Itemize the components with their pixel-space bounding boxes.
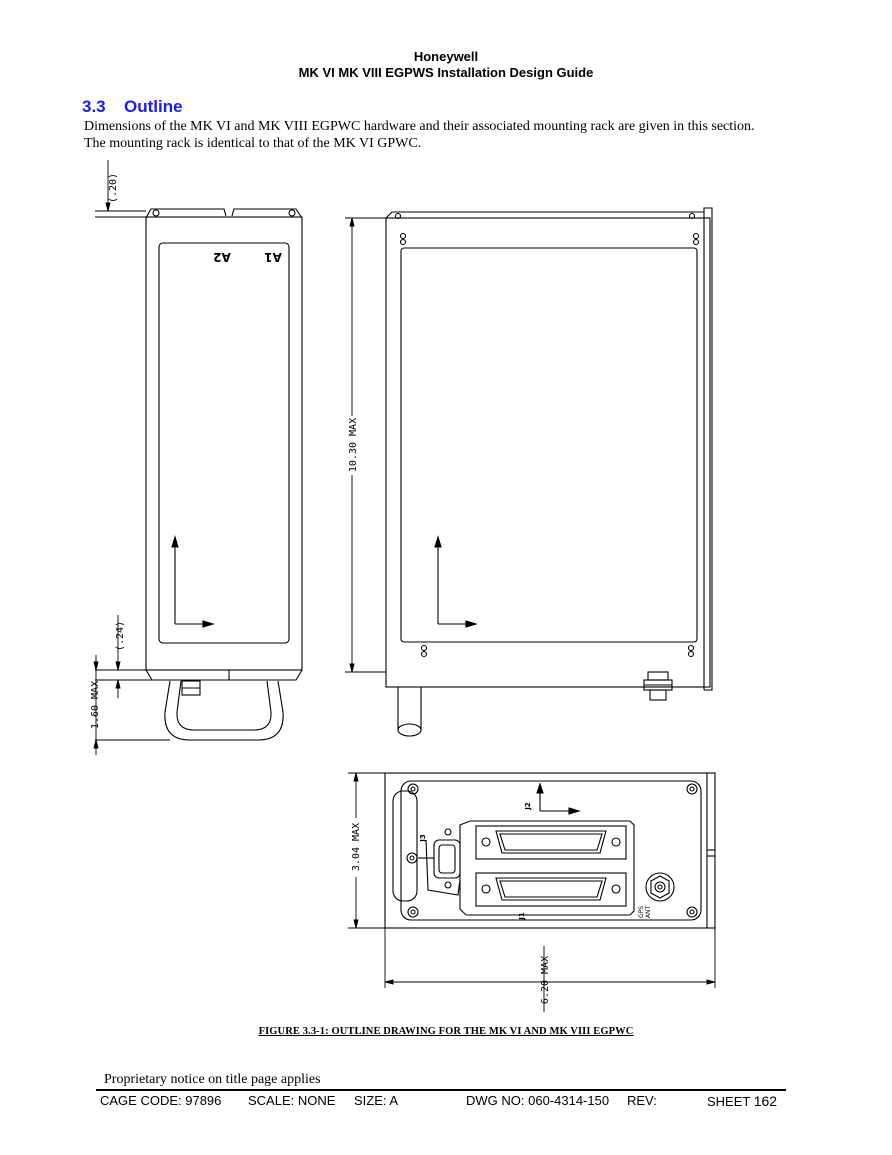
width-dimension [384,928,716,1012]
side-view-screw [288,209,296,217]
top-view-body [385,217,711,688]
header-company: Honeywell [413,49,479,64]
front-view [384,772,716,929]
footer-divider [96,1089,786,1091]
footer-dwg-no: DWG NO: 060-4314-150 [466,1093,610,1108]
label-a2: A2 [213,250,231,264]
side-view-handle-inner [176,680,272,731]
footer-sheet-label: SHEET [707,1094,751,1109]
top-view-arrow-right [465,620,478,628]
header-title: MK VI MK VIII EGPWS Installation Design … [298,65,594,80]
footer-cage-code: CAGE CODE: 97896 [100,1093,222,1108]
top-view-gps-connector [643,671,673,701]
side-view-arrow-right [202,620,215,628]
top-view-handle [397,687,422,730]
dim-handle-depth: 1.60 MAX [90,681,101,729]
proprietary-notice: Proprietary notice on title page applies [104,1072,321,1087]
side-view-handle [164,680,284,741]
front-view-panel [400,780,702,921]
top-view-arrow-up [434,535,442,548]
figure-caption: FIGURE 3.3-1: OUTLINE DRAWING FOR THE MK… [258,1026,634,1037]
j2-connector [475,825,627,860]
section-title: Outline [124,97,183,116]
top-view-panel [400,247,698,643]
footer-sheet: SHEET 162 [707,1093,777,1109]
label-j3: J3 [419,834,427,843]
section-number: 3.3 [82,97,106,116]
dim-top-offset: (.20) [108,173,119,203]
section-heading: 3.3 Outline [82,97,183,117]
side-view-arrow-up [171,535,179,548]
intro-text-line-1: Dimensions of the MK VI and MK VIII EGPW… [84,119,755,134]
label-ant: ANT [645,906,652,919]
side-view-panel [158,242,290,644]
top-view-flange [385,207,713,219]
side-view [145,208,303,741]
side-view-screw [152,209,160,217]
front-height-dimension [348,772,385,929]
front-view-connector-frame [459,820,635,916]
side-view-dimensions [93,160,170,755]
j1-connector [475,872,627,907]
label-a1: A1 [264,250,282,264]
label-gps: GPS [638,906,645,918]
front-view-handle [392,790,418,902]
gps-antenna-connector [645,872,675,902]
label-j2: J2 [524,802,532,811]
footer-size: SIZE: A [354,1093,399,1108]
side-view-body [145,216,303,671]
footer-scale: SCALE: NONE [248,1093,336,1108]
top-view [385,207,713,737]
label-j1: J1 [518,912,526,921]
dim-front-height: 3.04 MAX [351,823,362,871]
j3-connector [406,828,461,896]
side-view-top-tab [145,208,303,219]
front-view-arrow-up [536,782,544,794]
dim-bottom-offset: (.24) [115,621,126,651]
height-dimension [345,217,386,673]
intro-text-line-2: The mounting rack is identical to that o… [84,136,422,151]
dim-height: 10.30 MAX [348,418,359,472]
footer-rev: REV: [627,1093,657,1108]
front-view-arrow-right [568,807,581,815]
dim-width: 6.20 MAX [540,956,551,1004]
side-view-bottom-tab [145,669,303,681]
footer-sheet-number: 162 [753,1093,778,1109]
